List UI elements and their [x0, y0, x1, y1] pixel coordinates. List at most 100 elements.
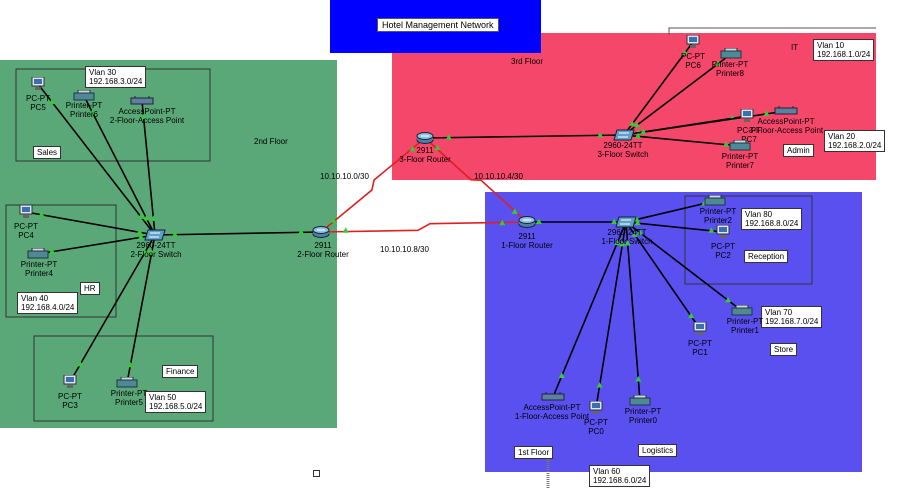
device-pc4-name: PC4 [18, 231, 34, 240]
device-printer5[interactable] [116, 377, 138, 389]
link-sw2-printer5[interactable] [126, 234, 156, 384]
port-status-r1-sw1-a [535, 218, 542, 224]
device-pc5[interactable] [30, 77, 46, 91]
device-printer2[interactable] [704, 195, 726, 207]
link-sw3-ap3[interactable] [623, 110, 787, 136]
port-status-sw2-pc4-b [38, 211, 45, 217]
device-pc1[interactable] [692, 322, 708, 336]
vlan-reception-net: 192.168.8.0/24 [745, 219, 799, 228]
device-pc7-model: PC-PT [737, 126, 761, 135]
device-printer4-model: Printer-PT [20, 260, 58, 269]
vlan-sales-label: Vlan 30 192.168.3.0/24 [85, 66, 147, 88]
device-printer2-model: Printer-PT [699, 207, 737, 216]
device-sw1[interactable] [615, 216, 637, 228]
link-sw1-pc2[interactable] [625, 221, 724, 233]
device-pc4-model: PC-PT [14, 222, 38, 231]
link-sw3-printer8[interactable] [623, 53, 732, 136]
device-sw3[interactable] [613, 129, 635, 141]
link-r3-r1[interactable] [424, 137, 528, 223]
printer-icon [629, 395, 651, 406]
device-pc6[interactable] [685, 35, 701, 49]
link-sw1-printer0[interactable] [625, 221, 641, 402]
link-sw2-pc3[interactable] [69, 234, 156, 383]
link-sw2-ap2[interactable] [141, 100, 156, 236]
device-pc2-model: PC-PT [711, 242, 735, 251]
device-printer1-name: Printer1 [730, 326, 760, 335]
device-printer4[interactable] [27, 248, 49, 260]
link-sw1-printer1[interactable] [625, 221, 743, 312]
device-r2-model: 2911 [314, 241, 332, 250]
link-sw3-pc6[interactable] [623, 41, 694, 136]
printer-icon [73, 90, 95, 101]
device-r1[interactable] [518, 216, 536, 228]
link-sw2-pc5[interactable] [37, 83, 156, 236]
device-printer6[interactable] [73, 90, 95, 102]
floor1-area [485, 192, 862, 472]
device-printer8-name: Printer8 [715, 69, 745, 78]
vlan-reception-name: Vlan 80 [745, 210, 773, 219]
device-pc6-model: PC-PT [681, 52, 705, 61]
link-r3-sw3[interactable] [424, 134, 625, 139]
device-pc4[interactable] [18, 205, 34, 219]
resize-handle[interactable] [313, 470, 320, 477]
link-sw2-printer4[interactable] [37, 234, 156, 255]
printer-icon [729, 140, 751, 151]
vlan-store-name: Vlan 70 [765, 308, 793, 317]
pc-icon [740, 109, 754, 122]
device-ap2[interactable] [130, 96, 154, 106]
printer-icon [720, 48, 742, 59]
vlan-sales-net: 192.168.3.0/24 [89, 77, 143, 86]
port-status-sw2-printer4-a [137, 233, 144, 240]
link-layer [25, 41, 787, 409]
vlan-logistics-net: 192.168.6.0/24 [593, 476, 647, 485]
link-sw2-pc4[interactable] [25, 211, 156, 236]
device-pc3[interactable] [62, 375, 78, 389]
device-printer0[interactable] [629, 395, 651, 407]
device-ap2-name: 2-Floor-Access Point [109, 116, 185, 125]
link-sw2-printer6[interactable] [83, 95, 156, 236]
router-icon [312, 226, 330, 238]
vlan-it-net: 192.168.1.0/24 [817, 50, 871, 59]
device-sw3-model: 2960-24TT [603, 141, 643, 150]
access-point-icon [774, 106, 798, 115]
device-printer7[interactable] [729, 140, 751, 152]
pc-icon [589, 401, 603, 414]
link-sw3-printer7[interactable] [623, 134, 741, 147]
device-ap1-model: AccessPoint-PT [523, 403, 581, 412]
device-pc7[interactable] [739, 109, 755, 123]
link-r2-r1[interactable] [320, 221, 528, 233]
port-status-r3-r1-b [511, 208, 518, 214]
port-status-sw2-r2-a [171, 231, 178, 237]
link-sw1-ap1[interactable] [552, 221, 627, 398]
device-pc5-name: PC5 [30, 103, 46, 112]
device-sw1-name: 1-Floor Switch [601, 237, 653, 246]
device-printer1[interactable] [731, 305, 753, 317]
port-status-sw1-pc0-a [619, 240, 626, 247]
access-point-icon [541, 392, 565, 401]
device-ap1[interactable] [541, 392, 565, 402]
link-sw1-printer2[interactable] [625, 200, 716, 223]
device-sw2[interactable] [144, 229, 166, 241]
device-pc5-model: PC-PT [26, 94, 50, 103]
device-ap3[interactable] [774, 106, 798, 116]
link-sw2-r2[interactable] [154, 231, 322, 236]
device-pc2[interactable] [715, 225, 731, 239]
port-status-sw2-printer5-b [127, 361, 134, 368]
link-r2-r3[interactable] [320, 137, 426, 233]
link-sw1-pc1[interactable] [625, 221, 701, 330]
device-r3[interactable] [416, 132, 434, 144]
floor2-label: 2nd Floor [254, 137, 288, 146]
device-pc0-model: PC-PT [584, 418, 608, 427]
device-r2[interactable] [312, 226, 330, 238]
port-status-sw1-printer0-b [635, 376, 642, 382]
port-status-sw3-ap3-a [640, 128, 647, 135]
device-r1-model: 2911 [518, 232, 536, 241]
device-ap1-name: 1-Floor-Access Point [514, 412, 590, 421]
device-pc3-model: PC-PT [58, 392, 82, 401]
device-pc0[interactable] [588, 401, 604, 415]
router-icon [416, 132, 434, 144]
device-printer8[interactable] [720, 48, 742, 60]
link-sw1-pc0[interactable] [595, 221, 627, 409]
dept-sales-label: Sales [33, 146, 62, 159]
